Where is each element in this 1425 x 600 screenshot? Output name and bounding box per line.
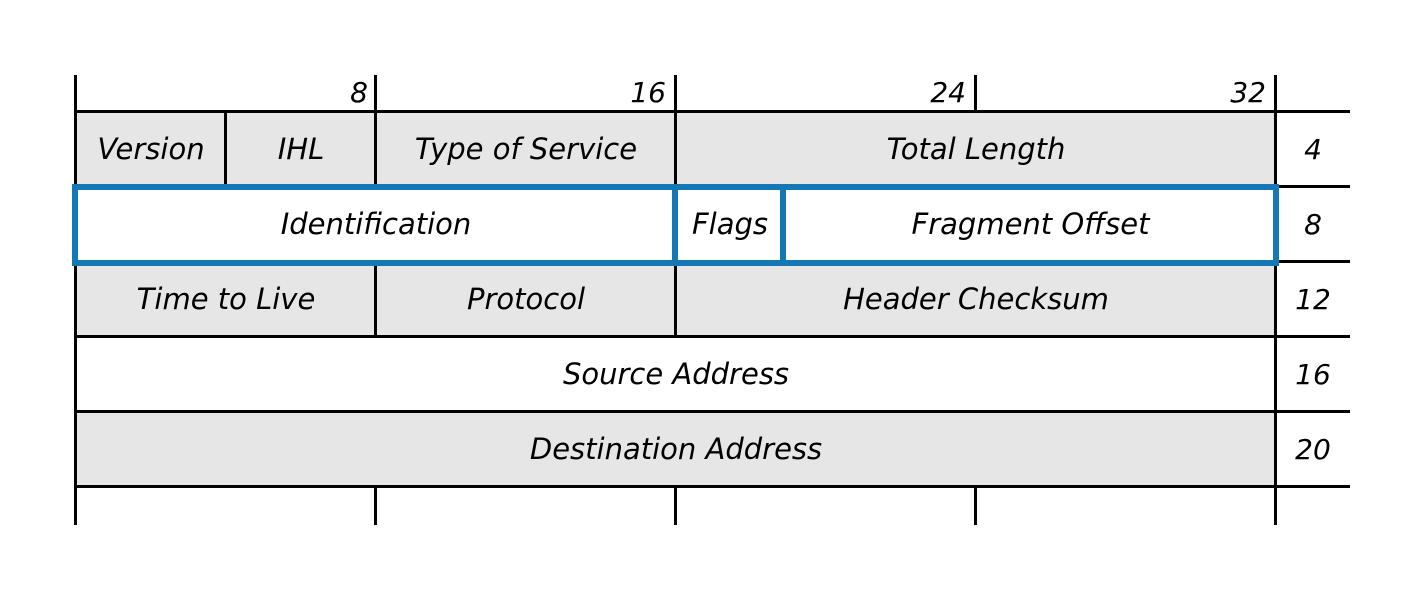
field-divider xyxy=(374,262,377,336)
field-type-of-service: Type of Service xyxy=(377,113,675,185)
bottom-tick-24 xyxy=(974,487,977,525)
field-divider xyxy=(674,262,677,336)
byte-offset-label: 8 xyxy=(1304,207,1322,241)
right-edge-line xyxy=(1274,75,1277,525)
field-protocol: Protocol xyxy=(377,263,675,335)
bit-tick-8 xyxy=(374,75,377,112)
byte-offset-label: 4 xyxy=(1304,132,1322,166)
field-version: Version xyxy=(77,113,225,185)
byte-offset-label: 16 xyxy=(1295,357,1331,391)
field-source-address: Source Address xyxy=(77,338,1275,410)
field-total-length: Total Length xyxy=(677,113,1275,185)
field-fragment-offset-label: Fragment Offset xyxy=(911,207,1150,241)
bit-label-24: 24 xyxy=(930,75,966,109)
field-destination-address-label: Destination Address xyxy=(529,432,823,466)
highlight-divider xyxy=(780,184,786,266)
field-flags: Flags xyxy=(677,188,783,260)
field-identification-label: Identification xyxy=(280,207,472,241)
bit-label-32: 32 xyxy=(1230,75,1266,109)
bottom-tick-8 xyxy=(374,487,377,525)
field-ihl-label: IHL xyxy=(277,132,325,166)
field-destination-address: Destination Address xyxy=(77,413,1275,485)
bit-label-8: 8 xyxy=(350,75,368,109)
field-flags-label: Flags xyxy=(691,207,769,241)
row-divider xyxy=(74,110,1350,113)
field-protocol-label: Protocol xyxy=(466,282,585,316)
field-time-to-live-label: Time to Live xyxy=(136,282,316,316)
field-total-length-label: Total Length xyxy=(886,132,1066,166)
bottom-tick-16 xyxy=(674,487,677,525)
field-fragment-offset: Fragment Offset xyxy=(786,188,1275,260)
field-identification: Identification xyxy=(77,188,675,260)
byte-offset-label: 20 xyxy=(1295,432,1331,466)
field-version-label: Version xyxy=(97,132,205,166)
bit-label-16: 16 xyxy=(630,75,666,109)
field-divider xyxy=(674,112,677,186)
row-divider xyxy=(74,410,1350,413)
field-time-to-live: Time to Live xyxy=(77,263,375,335)
byte-offset-label: 12 xyxy=(1295,282,1331,316)
bit-tick-24 xyxy=(974,75,977,112)
field-header-checksum-label: Header Checksum xyxy=(843,282,1109,316)
bit-tick-16 xyxy=(674,75,677,112)
field-source-address-label: Source Address xyxy=(562,357,790,391)
left-edge-line xyxy=(74,75,77,525)
row-divider xyxy=(74,485,1350,488)
field-divider xyxy=(374,112,377,186)
field-header-checksum: Header Checksum xyxy=(677,263,1275,335)
field-ihl: IHL xyxy=(227,113,375,185)
field-divider xyxy=(224,112,227,186)
highlight-divider xyxy=(672,184,678,266)
row-divider xyxy=(74,335,1350,338)
field-type-of-service-label: Type of Service xyxy=(414,132,638,166)
